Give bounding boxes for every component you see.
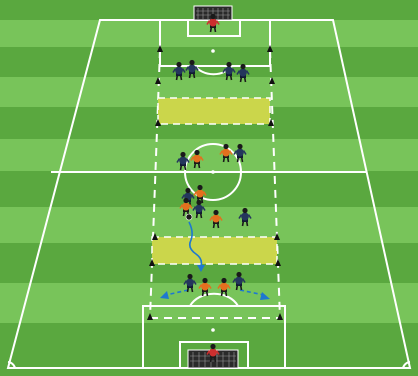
upper-channel xyxy=(158,98,270,124)
bottom-penalty-spot xyxy=(211,328,215,332)
top-penalty-spot xyxy=(211,49,215,53)
ball xyxy=(186,214,192,220)
lower-channel xyxy=(152,237,277,264)
centre-spot xyxy=(211,170,215,174)
